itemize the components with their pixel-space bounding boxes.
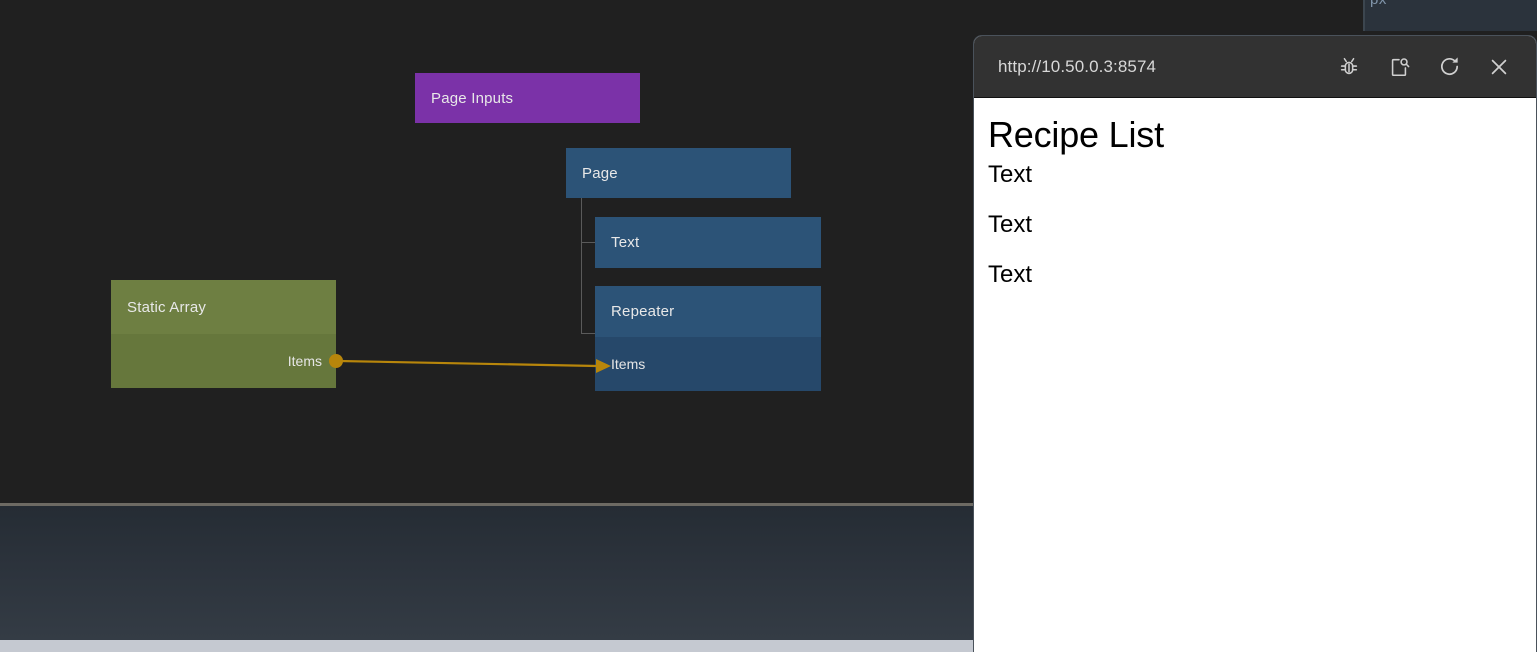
close-icon[interactable] (1478, 47, 1520, 87)
clipped-px-label: px (1370, 0, 1387, 8)
tree-line-stub-repeater (581, 333, 595, 334)
node-static-array[interactable]: Static Array Items (111, 280, 336, 388)
node-repeater[interactable]: Repeater Items (595, 286, 821, 391)
browser-preview-panel: http://10.50.0.3:8574 (973, 35, 1537, 652)
node-text[interactable]: Text (595, 217, 821, 268)
clipped-toolbar-strip (1363, 0, 1537, 31)
debug-bug-icon[interactable] (1328, 47, 1370, 87)
node-body-repeater: Items (595, 337, 821, 391)
port-repeater-items-in[interactable]: Items (611, 356, 646, 372)
list-item: Text (988, 210, 1033, 238)
list-item: Text (988, 161, 1033, 188)
open-external-icon[interactable] (1378, 47, 1420, 87)
node-title-text: Text (611, 234, 640, 251)
reload-icon[interactable] (1428, 47, 1470, 87)
connection-wire (338, 359, 598, 368)
preview-page-content: Recipe List Text Text Text (974, 98, 1536, 652)
node-page-inputs[interactable]: Page Inputs (415, 73, 640, 123)
tree-line-stub-text (581, 242, 595, 243)
browser-toolbar: http://10.50.0.3:8574 (974, 36, 1536, 98)
list-item: Text (988, 260, 1033, 288)
node-title-repeater: Repeater (611, 303, 675, 320)
node-body-static-array: Items (111, 334, 336, 388)
page-title: Recipe List (988, 114, 1164, 155)
node-title-page: Page (582, 164, 618, 182)
node-title-static-array: Static Array (127, 298, 207, 316)
port-static-array-items-out[interactable]: Items (287, 353, 322, 369)
node-page[interactable]: Page (566, 148, 791, 198)
url-display[interactable]: http://10.50.0.3:8574 (998, 56, 1157, 76)
tree-line-vertical (581, 198, 582, 334)
panel-separator[interactable] (0, 503, 1537, 506)
node-title-page-inputs: Page Inputs (431, 89, 514, 107)
